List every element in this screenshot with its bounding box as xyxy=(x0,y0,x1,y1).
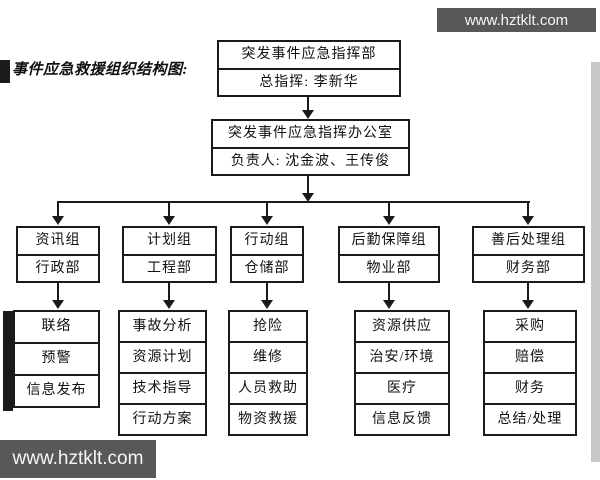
arrow-down-icon xyxy=(52,300,64,309)
branch-box-logistics: 后勤保障组 物业部 xyxy=(338,226,440,283)
connector-line xyxy=(527,203,529,217)
connector-line xyxy=(527,283,529,301)
branch-box-information: 资讯组 行政部 xyxy=(16,226,100,283)
connector-bus-line xyxy=(57,201,530,203)
branch-group-label: 后勤保障组 xyxy=(340,228,438,256)
connector-line xyxy=(168,203,170,217)
connector-line xyxy=(388,283,390,301)
office-leader: 负责人: 沈金波、王传俊 xyxy=(230,154,391,169)
task-item: 财务 xyxy=(485,374,575,405)
task-item: 联络 xyxy=(15,312,98,344)
task-list-action: 抢险 维修 人员救助 物资救援 xyxy=(228,310,308,436)
connector-line xyxy=(266,283,268,301)
arrow-down-icon xyxy=(383,216,395,225)
scan-artifact-strip xyxy=(591,62,600,462)
arrow-down-icon xyxy=(522,300,534,309)
task-list-logistics: 资源供应 治安/环境 医疗 信息反馈 xyxy=(354,310,450,436)
arrow-down-icon xyxy=(302,110,314,119)
headquarters-name: 突发事件应急指挥部 xyxy=(219,42,399,70)
task-item: 医疗 xyxy=(356,374,448,405)
task-item: 采购 xyxy=(485,312,575,343)
task-item: 信息反馈 xyxy=(372,412,432,427)
task-item: 维修 xyxy=(230,343,306,374)
arrow-down-icon xyxy=(261,300,273,309)
office-box: 突发事件应急指挥办公室 负责人: 沈金波、王传俊 xyxy=(211,119,410,176)
branch-group-label: 善后处理组 xyxy=(474,228,583,256)
branch-box-action: 行动组 仓储部 xyxy=(230,226,304,283)
arrow-down-icon xyxy=(383,300,395,309)
arrow-down-icon xyxy=(302,193,314,202)
branch-group-label: 行动组 xyxy=(232,228,302,256)
diagram-title: 事件应急救援组织结构图: xyxy=(12,62,188,78)
scan-artifact-bar xyxy=(3,311,13,411)
task-list-aftermath: 采购 赔偿 财务 总结/处理 xyxy=(483,310,577,436)
branch-box-planning: 计划组 工程部 xyxy=(122,226,217,283)
branch-group-label: 计划组 xyxy=(124,228,215,256)
connector-line xyxy=(57,203,59,217)
branch-group-label: 资讯组 xyxy=(18,228,98,256)
task-item: 抢险 xyxy=(230,312,306,343)
watermark-bottom-left: www.hztklt.com xyxy=(0,440,156,478)
headquarters-box: 突发事件应急指挥部 总指挥: 李新华 xyxy=(217,40,401,97)
task-item: 信息发布 xyxy=(26,383,87,398)
task-item: 行动方案 xyxy=(132,412,193,427)
connector-line xyxy=(388,203,390,217)
arrow-down-icon xyxy=(52,216,64,225)
task-item: 事故分析 xyxy=(120,312,205,343)
task-item: 资源供应 xyxy=(356,312,448,343)
arrow-down-icon xyxy=(163,216,175,225)
task-item: 预警 xyxy=(15,344,98,376)
task-item: 总结/处理 xyxy=(497,412,563,427)
task-item: 赔偿 xyxy=(485,343,575,374)
branch-box-aftermath: 善后处理组 财务部 xyxy=(472,226,585,283)
branch-dept-label: 财务部 xyxy=(506,261,551,276)
scan-artifact-mark xyxy=(0,60,10,83)
arrow-down-icon xyxy=(163,300,175,309)
branch-dept-label: 物业部 xyxy=(366,261,412,276)
task-item: 技术指导 xyxy=(120,374,205,405)
task-list-information: 联络 预警 信息发布 xyxy=(13,310,100,408)
task-item: 治安/环境 xyxy=(356,343,448,374)
watermark-top-right: www.hztklt.com xyxy=(437,8,596,32)
headquarters-leader: 总指挥: 李新华 xyxy=(259,75,359,90)
office-name: 突发事件应急指挥办公室 xyxy=(213,121,408,149)
connector-line xyxy=(57,283,59,301)
arrow-down-icon xyxy=(522,216,534,225)
connector-line xyxy=(168,283,170,301)
branch-dept-label: 工程部 xyxy=(147,261,192,276)
task-item: 物资救援 xyxy=(238,412,298,427)
task-item: 资源计划 xyxy=(120,343,205,374)
arrow-down-icon xyxy=(261,216,273,225)
connector-line xyxy=(307,97,309,112)
connector-line xyxy=(307,176,309,194)
task-item: 人员救助 xyxy=(230,374,306,405)
task-list-planning: 事故分析 资源计划 技术指导 行动方案 xyxy=(118,310,207,436)
branch-dept-label: 行政部 xyxy=(35,261,81,276)
branch-dept-label: 仓储部 xyxy=(244,261,290,276)
connector-line xyxy=(266,203,268,217)
